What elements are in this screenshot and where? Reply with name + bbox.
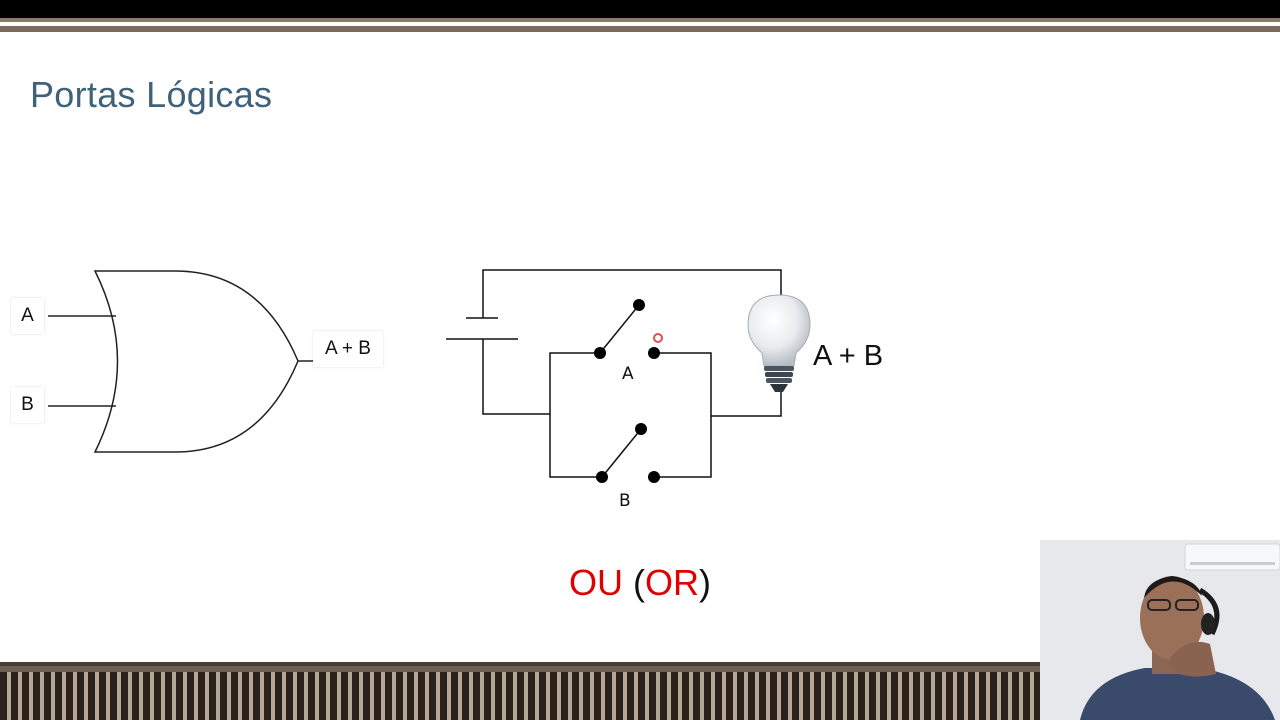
parallel-right-rail [654,352,712,478]
gate-name-caption: OU (OR) [0,562,1280,604]
switch-b-label: B [619,491,631,511]
presenter-webcam [1040,540,1280,720]
slide-title: Portas Lógicas [30,74,273,115]
or-gate-body [93,270,299,453]
switch-b-open-contact [635,423,647,435]
parallel-left-rail [549,352,602,478]
gate-input-b-label: B [11,387,44,423]
caption-ou: OU [569,562,623,603]
switch-a-contact [648,347,660,359]
gate-output-label: A + B [313,331,383,367]
footer-top-line [0,662,1040,666]
switch-b-pivot [596,471,608,483]
caption-close-paren: ) [699,562,711,603]
or-switch-circuit [446,269,811,483]
switch-b-contact [648,471,660,483]
caption-open-paren: ( [623,562,645,603]
bulb-formula-label: A + B [813,340,884,372]
presenter-figure [1040,540,1280,720]
left-wire [482,339,550,415]
switch-a-label: A [622,364,634,384]
top-black-bar [0,0,1280,18]
switch-a-lever [599,304,640,354]
right-wire [711,387,782,417]
light-bulb-icon [747,294,811,392]
caption-or: OR [645,562,699,603]
pointer-dot [653,333,663,343]
top-stripe [0,18,1280,22]
top-stripe-lower [0,26,1280,32]
gate-input-a-label: A [11,298,44,334]
footer-stripes [0,672,1040,720]
footer-band [0,662,1040,720]
switch-b-lever [601,428,642,478]
switch-a-pivot [594,347,606,359]
top-wire [482,269,782,318]
switch-a-open-contact [633,299,645,311]
